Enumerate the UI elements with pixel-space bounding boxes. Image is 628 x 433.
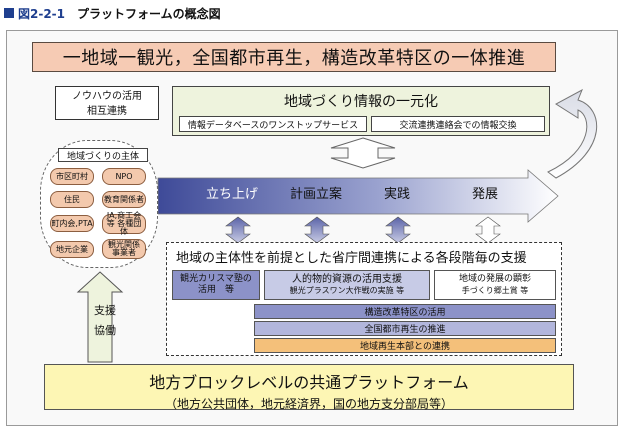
actor-pill: 市区町村 — [50, 168, 94, 185]
actor-pill: 観光関係 事業者 — [102, 239, 146, 259]
actor-pill: NPO — [102, 168, 146, 185]
support-up-arrow — [76, 271, 124, 363]
info-exchange-box: 交流連携連絡会での情報交換 — [371, 116, 545, 132]
support-item-line: 活用 等 — [197, 285, 234, 295]
info-flow-arrow — [330, 137, 396, 169]
stage-label: 計画立案 — [290, 187, 343, 202]
platform-title: 地方ブロックレベルの共通プラットフォーム — [149, 373, 469, 392]
stage-label: 発展 — [472, 187, 499, 202]
support-item-line: 地域の発展の顕彰 — [458, 274, 531, 284]
info-unification-box: 地域づくり情報の一元化 情報データベースのワンストップサービス 交流連携連絡会で… — [172, 86, 550, 136]
feedback-curve-arrow — [547, 88, 598, 179]
actor-pill: 住民 — [50, 191, 94, 208]
support-title: 地域の主体性を前提とした省庁間連携による各段階毎の支援 — [176, 251, 527, 266]
actor-pill: 町内会,PTA — [50, 215, 94, 232]
actor-pill: 地元企業 — [50, 241, 94, 258]
knowhow-line1: ノウハウの活用 — [72, 91, 142, 102]
stage-label: 実践 — [384, 187, 411, 202]
support-bar: 構造改革特区の活用 — [254, 304, 556, 319]
platform-box: 地方ブロックレベルの共通プラットフォーム （地方公共団体，地元経済界，国の地方支… — [44, 364, 574, 411]
support-bar: 全国都市再生の推進 — [254, 321, 556, 336]
support-item-line: 手づくり郷土賞 等 — [461, 286, 529, 295]
knowhow-box: ノウハウの活用 相互連携 — [55, 86, 159, 120]
top-banner: 一地域一観光，全国都市再生，構造改革特区の一体推進 — [32, 42, 556, 72]
actor-pill: 教育関係者 — [102, 191, 146, 208]
figure-title: プラットフォームの概念図 — [77, 6, 221, 21]
figure-number: 図2-2-1 — [18, 6, 66, 21]
caption-square-icon — [4, 8, 14, 18]
actor-pill: JA,商工会等 各種団体 — [102, 212, 146, 236]
support-item-honor: 地域の発展の顕彰 手づくり郷土賞 等 — [434, 270, 556, 300]
actors-title: 地域づくりの主体 — [58, 148, 148, 162]
support-item-line: 人的物的資源の活用支援 — [292, 274, 402, 285]
knowhow-line2: 相互連携 — [87, 106, 127, 117]
side-label-cooperation: 協働 — [94, 324, 116, 337]
figure-caption: 図2-2-1 プラットフォームの概念図 — [4, 3, 221, 23]
support-item-line: 観光プラスワン大作戦の実施 等 — [289, 286, 405, 295]
platform-subtitle: （地方公共団体，地元経済界，国の地方支分部局等） — [164, 397, 453, 411]
support-bar: 地域再生本部との連携 — [254, 338, 556, 353]
stages-flow-arrow — [157, 169, 559, 223]
info-title: 地域づくり情報の一元化 — [284, 94, 438, 110]
info-database-box: 情報データベースのワンストップサービス — [179, 116, 367, 132]
stage-support-arrows — [225, 216, 501, 244]
support-item-charisma: 観光カリスマ塾の 活用 等 — [172, 270, 260, 300]
stage-label: 立ち上げ — [206, 187, 259, 202]
side-label-support: 支援 — [94, 304, 116, 317]
support-item-resources: 人的物的資源の活用支援 観光プラスワン大作戦の実施 等 — [264, 270, 430, 300]
support-item-line: 観光カリスマ塾の — [180, 274, 252, 284]
